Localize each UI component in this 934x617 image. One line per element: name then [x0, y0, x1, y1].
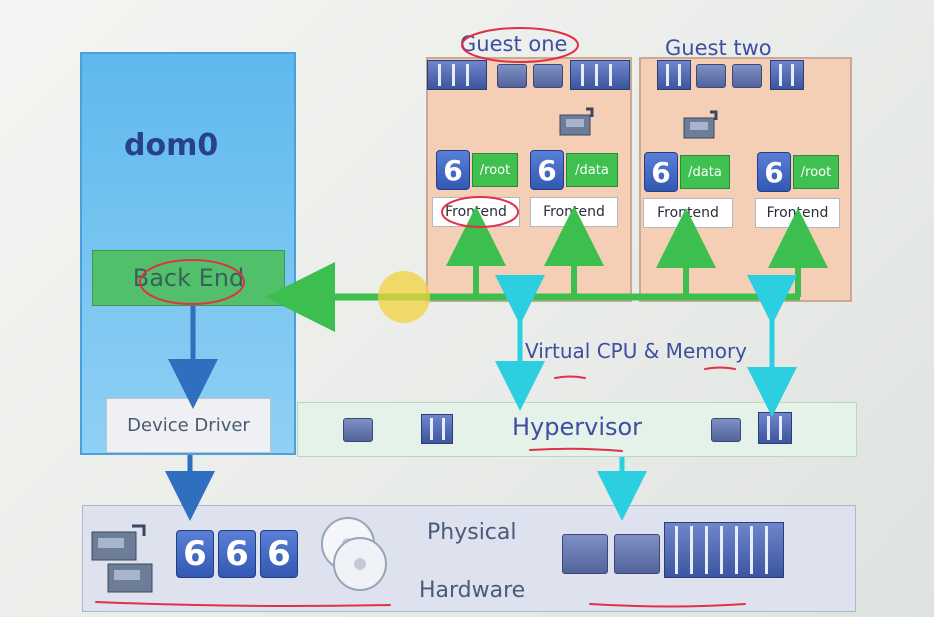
annotation-circle: [441, 196, 519, 228]
drive-icon: [682, 110, 720, 144]
guest-one-tag-root: /root: [472, 153, 518, 187]
guest-two-title: Guest two: [665, 36, 772, 60]
memory-icon: [664, 522, 784, 578]
guest-one-title: Guest one: [460, 32, 568, 56]
highlight-dot: [378, 271, 430, 323]
disk-icon: 6: [644, 152, 678, 192]
dom0-title: dom0: [124, 128, 219, 163]
memory-icon: [770, 60, 804, 90]
memory-icon: [427, 60, 487, 90]
hardware-label: Hardware: [419, 578, 526, 603]
virtual-cpu-memory-label: Virtual CPU & Memory: [525, 339, 748, 363]
disk-icon: 6: [176, 530, 214, 578]
memory-icon: [421, 414, 453, 444]
memory-icon: [758, 412, 792, 444]
guest-one-tag-data: /data: [566, 153, 618, 187]
annotation-circle: [461, 27, 579, 63]
guest-two-tag-root: /root: [793, 155, 839, 189]
disk-icon: 6: [530, 150, 564, 190]
disk-icon: 6: [436, 150, 470, 190]
annotation-underline: [529, 447, 623, 452]
hypervisor-label: Hypervisor: [512, 413, 643, 441]
annotation-underline: [589, 603, 746, 608]
annotation-underline: [554, 375, 586, 379]
cpu-chip-icon: [497, 64, 527, 88]
cpu-chip-icon: [533, 64, 563, 88]
disk-icon: 6: [260, 530, 298, 578]
cpu-chip-icon: [711, 418, 741, 442]
memory-icon: [570, 60, 630, 90]
optical-disc-icon: [318, 510, 390, 596]
memory-icon: [657, 60, 691, 90]
annotation-circle: [139, 259, 245, 305]
annotation-underline: [95, 601, 391, 607]
physical-label: Physical: [427, 520, 517, 545]
disk-icon: 6: [757, 152, 791, 192]
drive-icon: [88, 512, 158, 600]
guest-two-tag-data: /data: [680, 155, 730, 189]
disk-icon: 6: [218, 530, 256, 578]
cpu-chip-icon: [343, 418, 373, 442]
cpu-chip-icon: [562, 534, 608, 574]
drive-icon: [558, 107, 596, 141]
cpu-chip-icon: [696, 64, 726, 88]
cpu-chip-icon: [614, 534, 660, 574]
cpu-chip-icon: [732, 64, 762, 88]
annotation-underline: [704, 366, 736, 370]
